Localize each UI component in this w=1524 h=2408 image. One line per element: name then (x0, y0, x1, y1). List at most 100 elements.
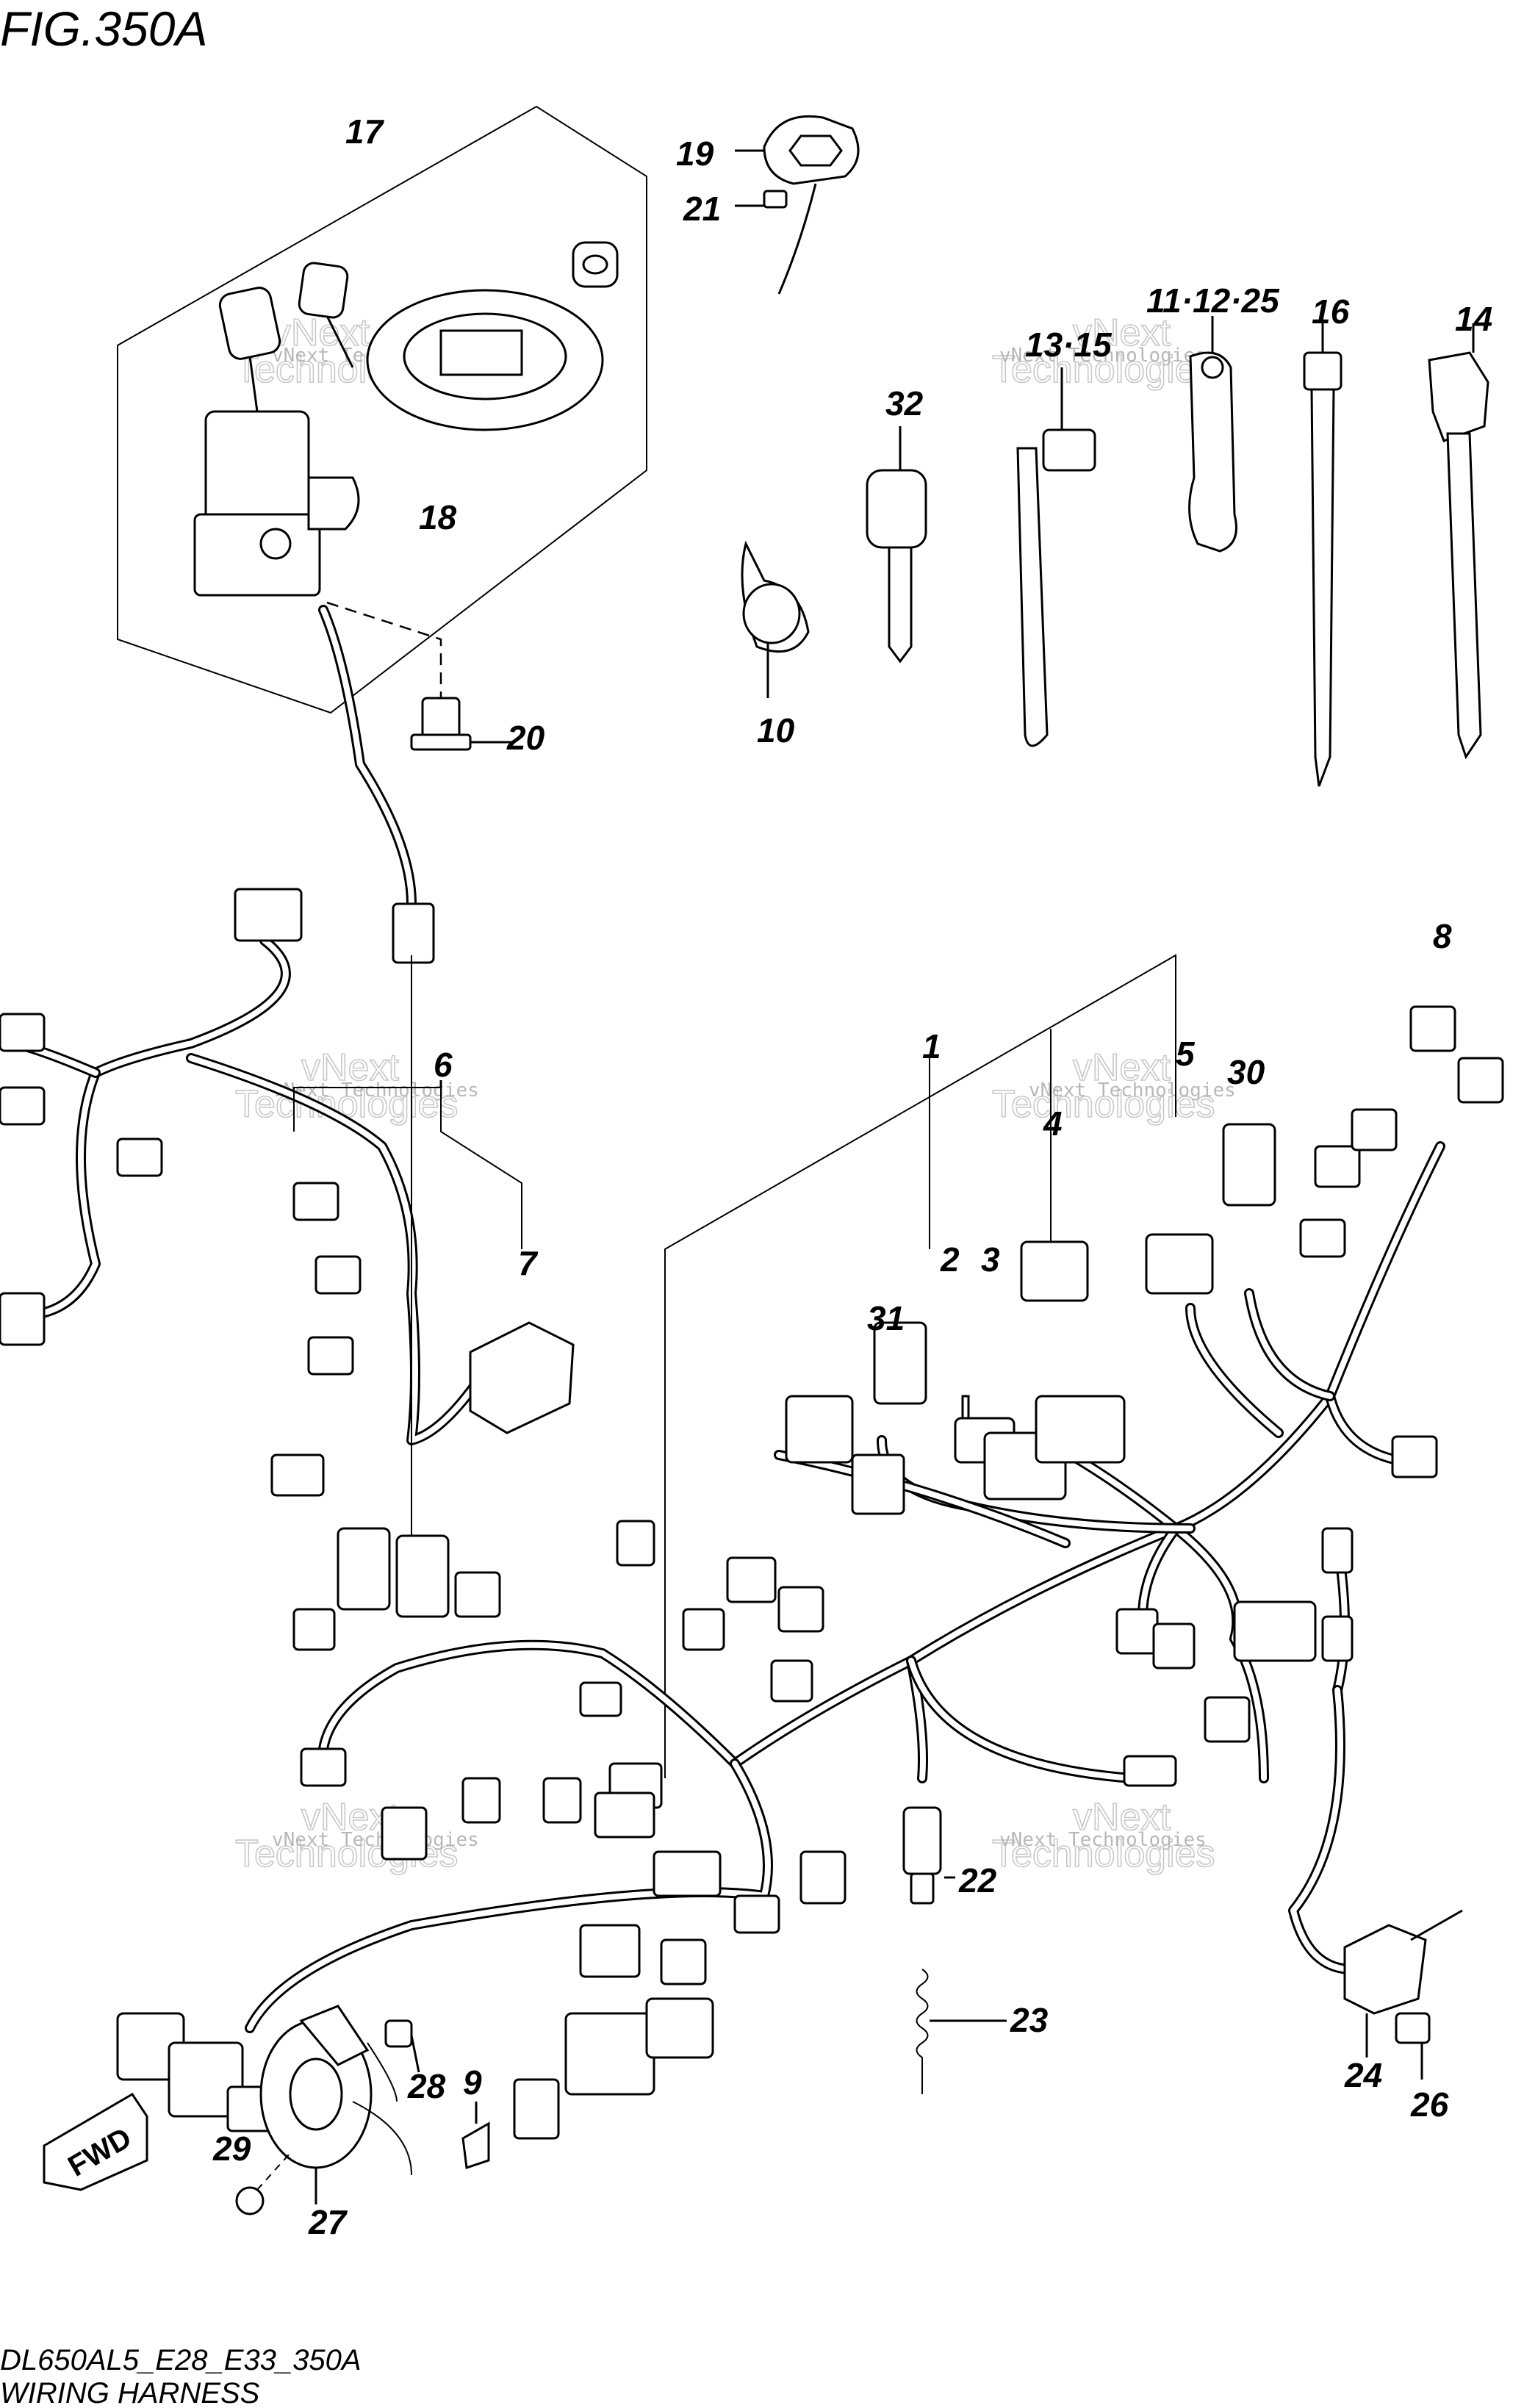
figure-title: FIG.350A (0, 1, 207, 56)
connector-mid (1299, 1218, 1346, 1258)
watermark-top-right: vNext Technologies vNext Technologies (991, 311, 1215, 392)
connector-cluster (660, 1938, 707, 1985)
watermark-mid-right: vNext Technologies vNext Technologies (991, 1046, 1236, 1126)
callout-4: 4 (1043, 1104, 1063, 1143)
ecu-connector (1035, 1395, 1126, 1464)
clamp-10-loop (742, 583, 801, 644)
connector-upper-right (1351, 1108, 1398, 1151)
callout-labels: 17 18 20 19 21 32 10 13·15 11·12·25 16 1… (212, 112, 1492, 2241)
cable-tie-16 (1310, 388, 1335, 787)
connector-upper-right (1314, 1145, 1361, 1188)
callout-13: 13·15 (1025, 326, 1113, 364)
connector-block (785, 1395, 854, 1464)
connector-block-lower (564, 2012, 655, 2096)
connector-cluster (579, 1681, 622, 1717)
callout-5: 5 (1176, 1035, 1196, 1073)
clip-11 (1188, 351, 1237, 553)
bolt-20-head (410, 733, 472, 751)
callout-21: 21 (683, 190, 721, 228)
callout-22: 22 (958, 1861, 997, 1900)
callout-31: 31 (867, 1299, 905, 1337)
callout-14: 14 (1455, 300, 1492, 338)
connector-right (1321, 1615, 1354, 1662)
relay-31 (873, 1321, 927, 1405)
bolt-26 (1395, 2012, 1431, 2044)
callout-8: 8 (1433, 917, 1452, 955)
connector-branch (292, 1182, 339, 1221)
watermark-large: vNext (1073, 312, 1171, 354)
connector-right (1123, 1755, 1177, 1787)
fuse-2 (961, 1395, 970, 1420)
relay-module-7 (469, 1321, 575, 1434)
relay-4 (1020, 1240, 1089, 1302)
callout-17: 17 (345, 112, 385, 151)
callout-27: 27 (308, 2203, 348, 2241)
connector-cluster (726, 1556, 777, 1603)
watermark-large: Technologies (992, 1083, 1215, 1126)
model-code: DL650AL5_E28_E33_350A (0, 2344, 362, 2376)
connector-block-lower (513, 2078, 560, 2140)
leader-29-dashed (256, 2152, 291, 2190)
bracket-9 (461, 2121, 490, 2170)
connector-cluster (461, 1777, 501, 1824)
callout-32: 32 (885, 384, 924, 423)
cable-tie-14 (1446, 432, 1482, 760)
callout-20: 20 (506, 719, 545, 757)
watermark-small: vNext Technologies (1029, 1079, 1236, 1101)
watermark-bottom-right: vNext Technologies vNext Technologies (991, 1795, 1215, 1876)
key-blade (248, 356, 259, 412)
bolt-leader-dashed (326, 601, 442, 698)
cable-tie-13-head (1042, 428, 1096, 472)
callout-26: 26 (1410, 2085, 1449, 2124)
callout-3: 3 (981, 1240, 1000, 1279)
connector-mid (1204, 1696, 1251, 1743)
ignition-switch-bracket (307, 476, 360, 531)
cable-tie-13 (1016, 447, 1049, 747)
ignition-switch-connector (392, 902, 435, 964)
key-blade (326, 315, 354, 368)
horn-bracket (299, 2005, 370, 2066)
connector-right (1321, 1527, 1354, 1574)
watermark-large: vNext (1073, 1796, 1171, 1839)
callout-2: 2 (940, 1240, 960, 1279)
ignition-switch-screw (259, 528, 292, 560)
bracket-1 (664, 954, 1176, 1778)
callout-29: 29 (212, 2130, 251, 2168)
watermark-large: Technologies (992, 1833, 1215, 1875)
callout-6: 6 (434, 1046, 453, 1084)
relay-5 (1145, 1233, 1214, 1295)
ignition-key (218, 287, 281, 360)
spring-23 (916, 1969, 929, 2094)
connector-branch (307, 1336, 354, 1376)
nut-29 (235, 2186, 265, 2215)
connector-cluster (579, 1924, 641, 1978)
forward-direction-indicator: FWD (43, 2092, 148, 2191)
connector-cluster (300, 1747, 347, 1787)
fuel-cap-lock-plate (439, 329, 523, 376)
connector-cluster (733, 1894, 780, 1934)
horn-27-center (289, 2057, 343, 2131)
section-name: WIRING HARNESS (0, 2377, 260, 2408)
callout-24: 24 (1344, 2056, 1382, 2094)
connector-left-edge (0, 1013, 46, 1052)
connector-8 (1409, 1005, 1456, 1052)
fwd-arrow-icon (43, 2092, 148, 2191)
small-parts-top (735, 115, 1489, 787)
connector-left-bottom (0, 1292, 46, 1346)
connector-cluster (616, 1520, 655, 1567)
watermark-small: vNext Technologies (999, 1829, 1207, 1851)
seat-lock-keyhole (582, 254, 608, 275)
watermark-group: vNext Technologies vNext Technologies vN… (234, 311, 1236, 1876)
relay-30 (1222, 1123, 1276, 1207)
leader-6-7 (293, 1087, 522, 1249)
connector-block-lower (645, 1997, 714, 2059)
callout-7: 7 (518, 1244, 539, 1282)
ignition-lock-set (117, 105, 647, 964)
connector-cluster (799, 1850, 847, 1905)
watermark-large: vNext (272, 312, 370, 354)
watermark-small: vNext Technologies (999, 345, 1207, 367)
callout-28: 28 (407, 2067, 446, 2105)
connector-block (851, 1453, 905, 1515)
callout-1: 1 (922, 1027, 941, 1065)
